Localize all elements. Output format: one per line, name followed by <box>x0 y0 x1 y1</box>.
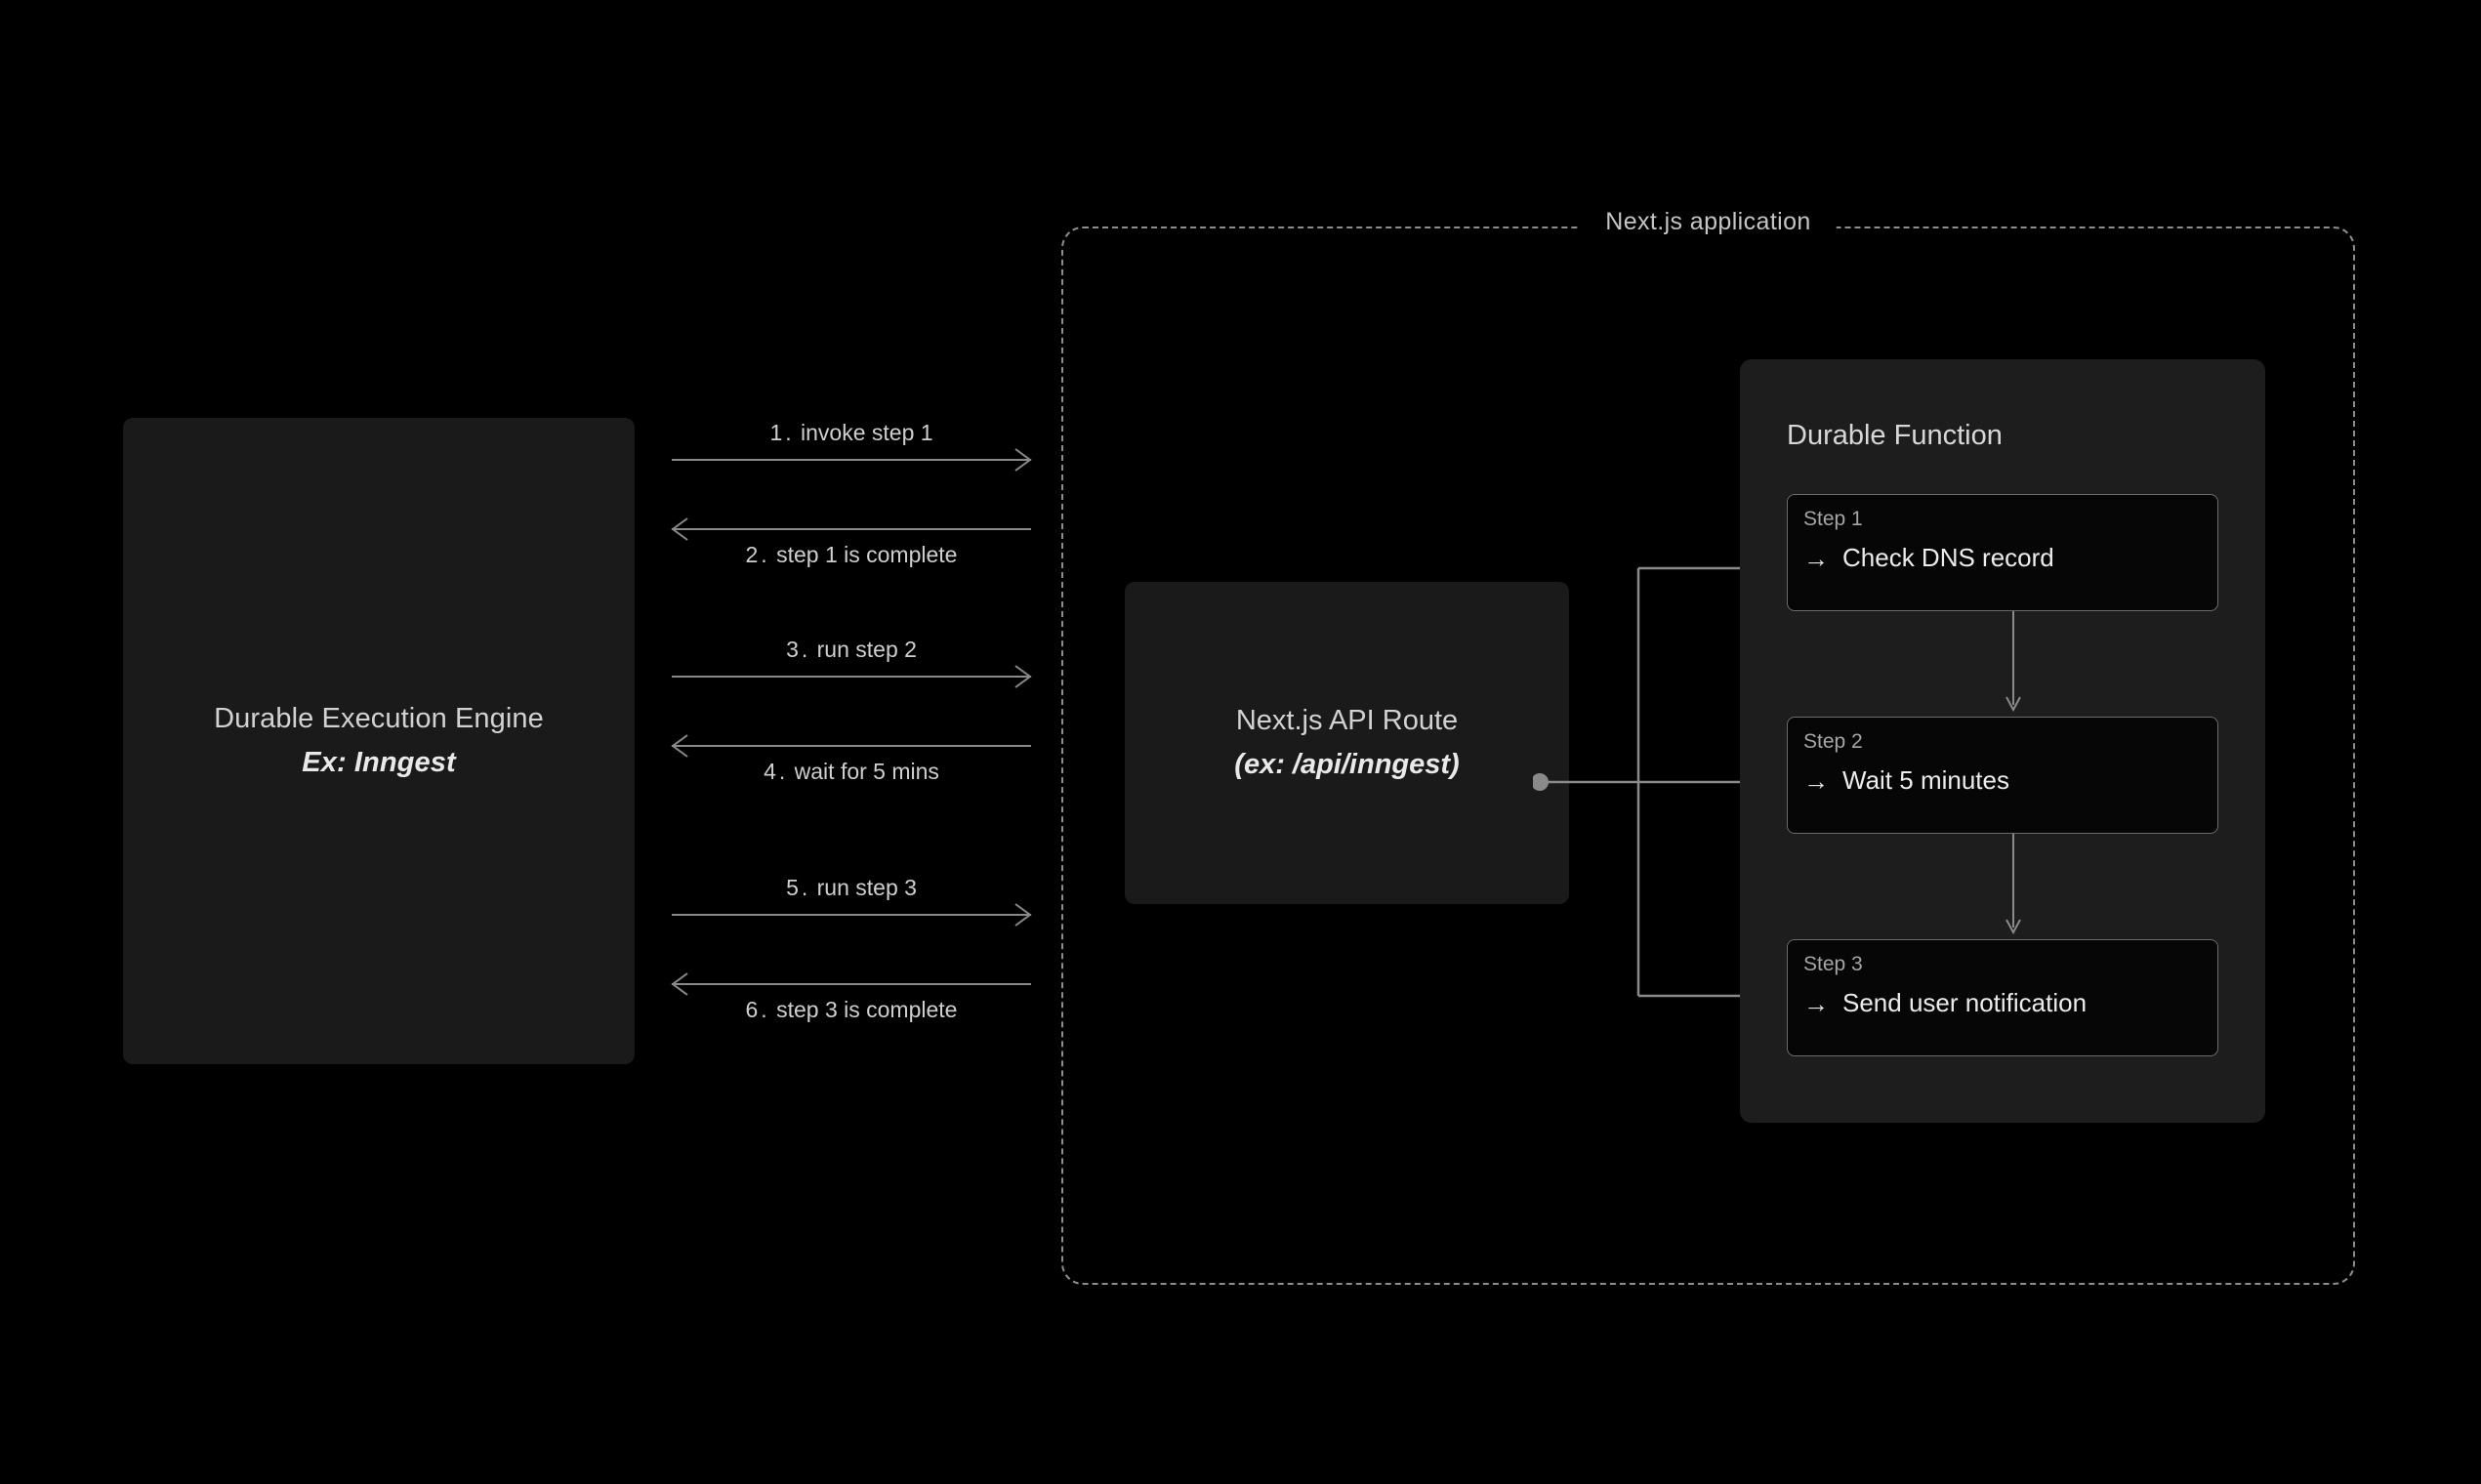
step-label-1: Check DNS record <box>1842 543 2054 572</box>
message-arrow-3: 3. run step 2 <box>672 637 1032 688</box>
engine-label-group: Durable Execution Engine Ex: Inngest <box>123 697 635 785</box>
step-flow-arrow-1-to-2 <box>2003 611 2024 717</box>
message-text-4: wait for 5 mins <box>794 759 939 784</box>
durable-function-title: Durable Function <box>1787 420 2003 451</box>
message-label-4: 4. wait for 5 mins <box>672 759 1031 785</box>
durable-execution-engine-box: Durable Execution Engine Ex: Inngest <box>123 418 635 1064</box>
arrow-line <box>672 914 1031 916</box>
application-title: Next.js application <box>1580 208 1837 236</box>
message-text-6: step 3 is complete <box>776 997 958 1022</box>
arrowhead-right-icon <box>1006 663 1033 690</box>
message-index-5: 5. <box>786 875 811 900</box>
message-index-6: 6. <box>745 997 770 1022</box>
step-label-2: Wait 5 minutes <box>1842 765 2009 795</box>
api-route-subtitle: (ex: /api/inngest) <box>1234 749 1460 780</box>
api-route-title: Next.js API Route <box>1235 705 1459 737</box>
message-label-6: 6. step 3 is complete <box>672 997 1031 1023</box>
nextjs-application-boundary: Next.js application <box>1061 208 2355 1285</box>
message-arrow-1: 1. invoke step 1 <box>672 420 1032 472</box>
message-index-3: 3. <box>786 637 811 662</box>
arrow-line <box>672 676 1031 678</box>
message-index-2: 2. <box>745 542 770 567</box>
message-text-5: run step 3 <box>816 875 917 900</box>
message-arrow-6: 6. step 3 is complete <box>671 972 1031 1022</box>
step-label-3: Send user notification <box>1842 988 2088 1017</box>
message-arrow-4: 4. wait for 5 mins <box>671 734 1031 784</box>
step-kicker-1: Step 1 <box>1803 508 1863 530</box>
api-route-label-group: Next.js API Route (ex: /api/inngest) <box>1125 699 1569 787</box>
step-kicker-3: Step 3 <box>1803 953 1863 975</box>
message-arrow-2: 2. step 1 is complete <box>671 517 1031 567</box>
message-index-1: 1. <box>769 420 795 445</box>
arrow-line <box>672 745 1031 747</box>
arrow-line <box>672 459 1031 461</box>
arrow-line <box>672 528 1031 530</box>
message-label-1: 1. invoke step 1 <box>672 420 1031 446</box>
arrowhead-left-icon <box>670 970 697 998</box>
arrowhead-right-icon <box>1006 446 1033 474</box>
engine-title: Durable Execution Engine <box>214 703 544 735</box>
arrowhead-left-icon <box>670 732 697 760</box>
arrow-right-icon: → <box>1803 765 1829 796</box>
step-body-1: → Check DNS record <box>1803 543 2054 573</box>
step-kicker-2: Step 2 <box>1803 730 1863 753</box>
arrow-right-icon: → <box>1803 543 1829 573</box>
message-index-4: 4. <box>764 759 789 784</box>
step-body-2: → Wait 5 minutes <box>1803 765 2009 796</box>
durable-function-panel: Durable Function Step 1 → Check DNS reco… <box>1740 359 2265 1123</box>
arrow-line <box>672 983 1031 985</box>
arrow-right-icon: → <box>1803 988 1829 1018</box>
message-text-3: run step 2 <box>816 637 917 662</box>
step-body-3: → Send user notification <box>1803 988 2087 1018</box>
step-card-2[interactable]: Step 2 → Wait 5 minutes <box>1787 717 2218 834</box>
message-text-1: invoke step 1 <box>801 420 933 445</box>
arrowhead-right-icon <box>1006 901 1033 928</box>
message-label-2: 2. step 1 is complete <box>672 542 1031 568</box>
nextjs-api-route-box: Next.js API Route (ex: /api/inngest) <box>1125 582 1569 904</box>
step-card-3[interactable]: Step 3 → Send user notification <box>1787 939 2218 1056</box>
engine-subtitle: Ex: Inngest <box>302 747 456 778</box>
arrowhead-left-icon <box>670 515 697 543</box>
message-label-5: 5. run step 3 <box>672 875 1031 901</box>
message-arrow-5: 5. run step 3 <box>672 875 1032 927</box>
step-card-1[interactable]: Step 1 → Check DNS record <box>1787 494 2218 611</box>
message-label-3: 3. run step 2 <box>672 637 1031 663</box>
message-text-2: step 1 is complete <box>776 542 958 567</box>
step-flow-arrow-2-to-3 <box>2003 834 2024 939</box>
